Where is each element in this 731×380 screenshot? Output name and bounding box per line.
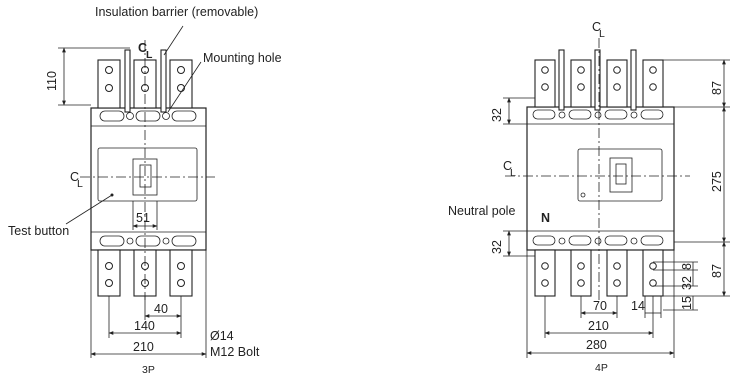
label-neutral-pole: Neutral pole [448,204,515,218]
diagram-4p: C L C L Neutral pole N 32 32 87 275 87 8 [448,20,730,374]
bottom-slots-3p [99,235,197,247]
dim-210: 210 [133,340,154,354]
dim-8: 8 [680,263,694,270]
dim-275: 275 [710,171,724,192]
caption-4p: 4P [595,362,608,374]
top-slots-3p [99,110,197,122]
bottom-slots-4p [532,235,664,246]
top-slots-4p [532,109,664,120]
dim-32-hole: 32 [680,276,694,290]
label-insulation-barrier: Insulation barrier (removable) [95,5,258,19]
label-hole-diameter: Ø14 [210,329,234,343]
svg-text:L: L [599,28,605,40]
dim-51: 51 [136,211,150,225]
top-terminals-4p [534,59,664,108]
breaker-body-4p [526,106,675,251]
label-bolt: M12 Bolt [210,345,260,359]
dim-15: 15 [680,296,694,310]
dim-87-bottom: 87 [710,264,724,278]
cover-panel-3p [97,147,198,202]
caption-3p: 3P [142,364,155,376]
centerline-symbol: C [503,159,512,173]
dim-32-bottom: 32 [490,240,504,254]
dim-110: 110 [45,71,59,91]
label-mounting-hole: Mounting hole [203,51,282,65]
dim-40: 40 [154,302,168,316]
insulation-barriers-3p [124,49,167,113]
centerline-symbol: C [70,170,79,184]
svg-text:L: L [77,178,83,190]
centerline-symbol: C [592,20,601,34]
dim-70: 70 [593,299,607,313]
dim-87-top: 87 [710,81,724,95]
svg-text:L: L [510,167,516,179]
svg-text:L: L [146,49,153,61]
insulation-barriers-4p [558,49,637,111]
breaker-body-3p [90,107,207,251]
handle-4p [609,157,633,193]
top-terminals-3p [97,59,193,109]
centerline-symbol: C [138,41,147,55]
neutral-mark: N [541,211,550,225]
bottom-terminals-4p [534,249,664,297]
label-test-button: Test button [8,224,69,238]
dim-210-4p: 210 [588,319,609,333]
diagram-3p: C L C L 110 51 40 140 210 3P Insulation … [8,5,282,376]
dim-32-top: 32 [490,108,504,122]
dim-140: 140 [134,319,155,333]
dim-14: 14 [631,299,645,313]
dim-280: 280 [586,338,607,352]
cover-panel-4p [577,148,663,202]
bottom-terminals-3p [97,249,193,297]
